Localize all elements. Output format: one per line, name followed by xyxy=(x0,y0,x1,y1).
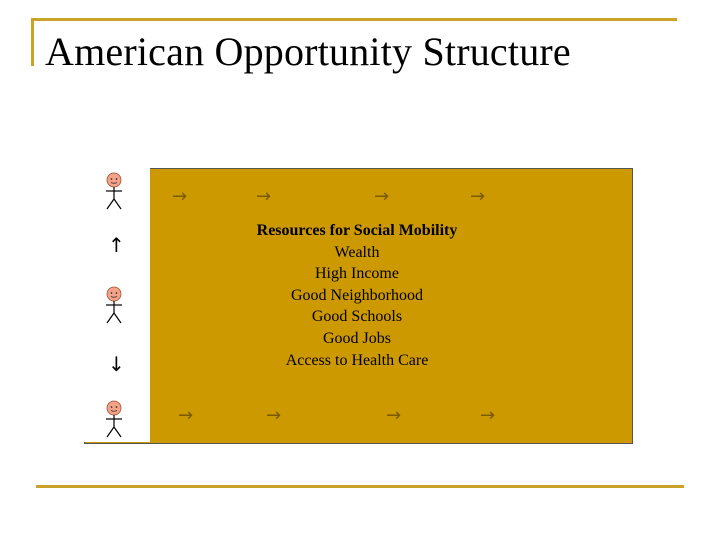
slide-title: American Opportunity Structure xyxy=(45,29,571,74)
resource-item: Access to Health Care xyxy=(285,351,429,369)
opportunity-panel xyxy=(84,168,633,444)
right-arrow-icon: → xyxy=(266,405,282,426)
up-arrow-icon: ↑ xyxy=(108,233,125,257)
person-cell-bottom xyxy=(84,396,150,442)
resource-item: High Income xyxy=(315,265,399,283)
right-arrow-icon: → xyxy=(480,405,496,426)
right-arrow-icon: → xyxy=(256,186,272,207)
resource-item: Good Jobs xyxy=(322,329,391,347)
person-cell-top xyxy=(84,168,150,214)
person-icon xyxy=(106,286,122,324)
right-arrow-icon: → xyxy=(470,186,486,207)
arrow-cell-up xyxy=(84,214,150,282)
right-arrow-icon: → xyxy=(374,186,390,207)
bottom-rule xyxy=(36,485,684,488)
title-frame-left-rule xyxy=(31,18,34,66)
person-icon xyxy=(106,400,122,438)
right-arrow-icon: → xyxy=(386,405,402,426)
resource-item: Wealth xyxy=(334,243,380,261)
resources-heading: Resources for Social Mobility xyxy=(256,222,458,239)
right-arrow-icon: → xyxy=(178,405,194,426)
person-cell-middle xyxy=(84,282,150,328)
down-arrow-icon: ↓ xyxy=(108,352,125,376)
resources-list: Resources for Social Mobility Wealth Hig… xyxy=(226,220,488,371)
arrow-cell-down xyxy=(84,328,150,396)
resource-item: Good Neighborhood xyxy=(291,286,423,304)
resource-item: Good Schools xyxy=(311,308,403,326)
title-frame-top-rule xyxy=(31,18,677,21)
person-icon xyxy=(106,172,122,210)
right-arrow-icon: → xyxy=(172,186,188,207)
